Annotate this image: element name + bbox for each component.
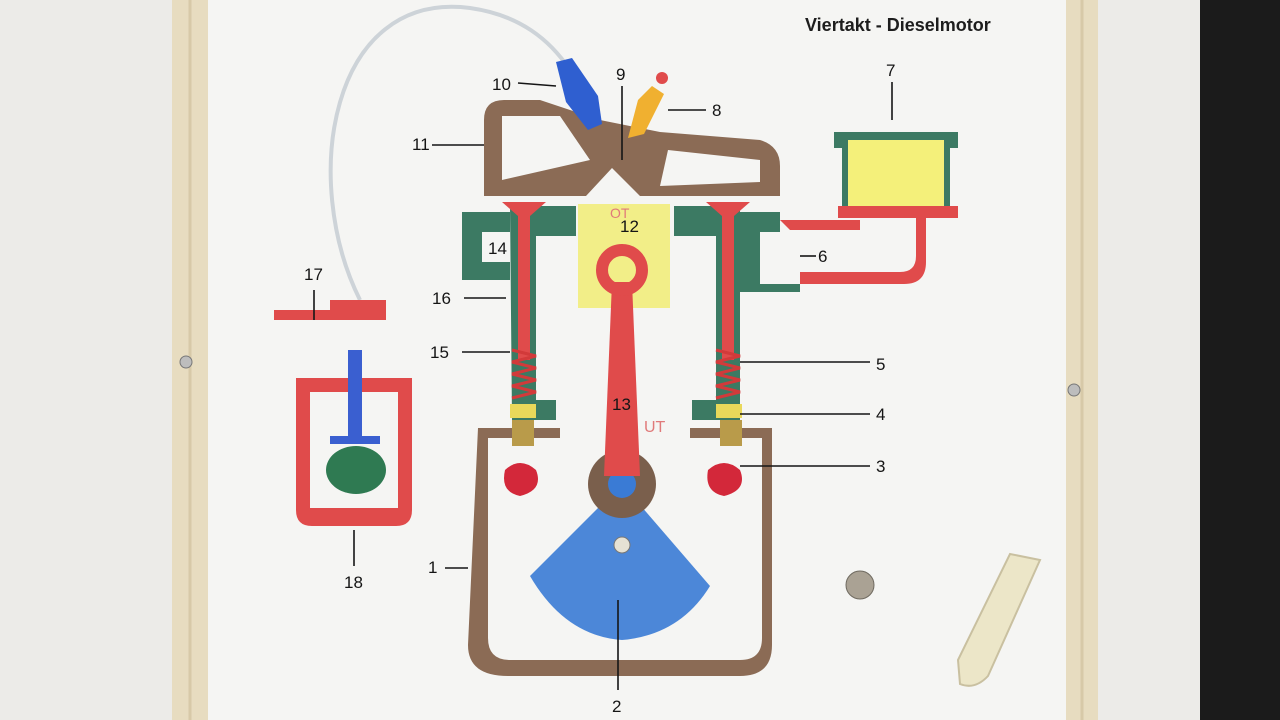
valve-spring-left xyxy=(511,348,537,400)
air-filter-element xyxy=(848,140,944,208)
label-13: 13 xyxy=(612,395,631,414)
label-6: 6 xyxy=(818,247,827,266)
fuel-pump-plunger xyxy=(348,350,362,440)
label-2: 2 xyxy=(612,697,621,716)
fuel-pump-top xyxy=(274,300,386,320)
valve-spring-right xyxy=(715,348,741,400)
diagram-title: Viertakt - Dieselmotor xyxy=(805,15,991,35)
label-3: 3 xyxy=(876,457,885,476)
intake-duct-lower xyxy=(800,212,926,284)
glow-plug-tip xyxy=(656,72,668,84)
glow-plug xyxy=(628,86,664,138)
camshaft-right xyxy=(707,463,742,496)
connecting-rod xyxy=(604,282,640,476)
fuel-line xyxy=(328,4,572,301)
label-17: 17 xyxy=(304,265,323,284)
tappet-left xyxy=(510,404,536,418)
flywheel-segment xyxy=(530,484,710,640)
label-1: 1 xyxy=(428,558,437,577)
fuel-pump-cam xyxy=(326,446,386,494)
crank-handle[interactable] xyxy=(956,552,1042,687)
intake-duct-upper xyxy=(780,220,860,230)
label-9: 9 xyxy=(616,65,625,84)
cylinder-head-port-left xyxy=(502,116,590,180)
pushrod-left xyxy=(512,420,534,446)
callouts xyxy=(313,82,893,690)
label-7: 7 xyxy=(886,61,895,80)
label-12: 12 xyxy=(620,217,639,236)
label-15: 15 xyxy=(430,343,449,362)
fuel-pump-plate xyxy=(330,436,380,444)
center-knob[interactable] xyxy=(845,570,875,600)
dark-edge xyxy=(1200,0,1280,720)
injector xyxy=(556,58,602,130)
intake-pipe xyxy=(740,212,800,292)
cylinder-head-port-right xyxy=(660,150,760,186)
label-11: 11 xyxy=(412,135,430,154)
label-10: 10 xyxy=(492,75,511,94)
label-5: 5 xyxy=(876,355,885,374)
intake-valve xyxy=(706,202,750,360)
frame-screw-left xyxy=(179,355,193,369)
label-18: 18 xyxy=(344,573,363,592)
air-filter-base xyxy=(838,206,958,218)
annotation-ot: OT xyxy=(610,205,630,221)
crank-pin xyxy=(608,470,636,498)
label-16: 16 xyxy=(432,289,451,308)
label-8: 8 xyxy=(712,101,721,120)
label-group: 1 2 3 4 5 6 7 8 9 10 11 12 13 14 15 16 1… xyxy=(304,61,895,716)
exhaust-valve xyxy=(502,202,546,360)
label-4: 4 xyxy=(876,405,885,424)
exhaust-pipe xyxy=(462,212,510,280)
frame-screw-right xyxy=(1067,383,1081,397)
fuel-pump-housing xyxy=(296,378,412,526)
annotation-ut: UT xyxy=(644,419,666,436)
tappet-right xyxy=(716,404,742,418)
piston-pin-eye xyxy=(596,244,648,296)
flywheel-pivot xyxy=(613,536,631,554)
pushrod-right xyxy=(720,420,742,446)
label-14: 14 xyxy=(488,239,507,258)
camshaft-left xyxy=(504,463,538,496)
